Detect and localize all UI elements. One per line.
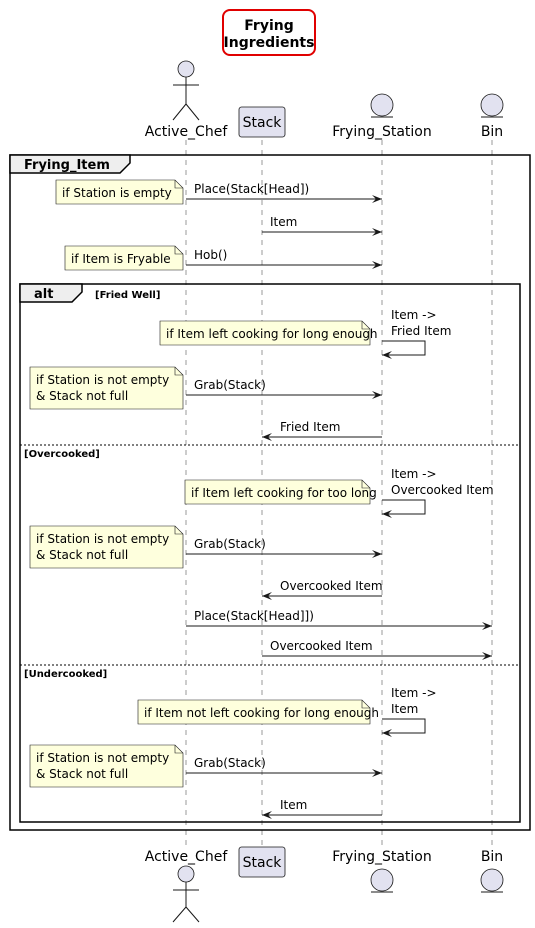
message-1: if Station is empty Place(Stack[Head]) [55,179,382,205]
message-5: if Station is not empty& Stack not full G… [29,366,382,410]
note-text: if Item left cooking for too long [191,486,377,500]
participant-label: Active_Chef [145,849,229,865]
note-text: if Item not left cooking for long enough [144,706,379,720]
note: if Item left cooking for long enough [159,320,378,346]
participant-bin-bottom: Bin [480,849,504,893]
group-label: Frying_Item [24,158,110,173]
participant-chef-bottom: Active_Chef [145,849,229,923]
entity-icon [480,868,504,892]
message-label: Item [270,215,297,229]
arrow-head [262,811,272,819]
message-label: Hob() [194,248,227,262]
arrow-head [372,195,382,203]
note: if Station is not empty& Stack not full [29,525,184,569]
alt-condition: [Fried Well] [95,290,160,301]
message-label: Place(Stack[Head]) [194,182,309,196]
message-9: Overcooked Item [262,579,383,600]
message-label: Item ->Item [391,686,437,716]
group-frame-outer: Frying_Item [9,154,531,831]
entity-icon [370,868,394,892]
note: if Station is not empty& Stack not full [29,366,184,410]
message-line [382,499,426,515]
entity-icon [370,93,394,117]
note: if Station is not empty& Stack not full [29,744,184,788]
arrow-head [262,433,272,441]
note: if Item not left cooking for long enough [137,699,379,725]
alt-keyword: alt [34,287,53,302]
message-label: Grab(Stack) [194,756,266,770]
arrow-head [382,510,392,518]
arrow-head [482,652,492,660]
alt-condition: [Overcooked] [24,449,100,460]
participant-label: Bin [481,124,503,140]
message-8: if Station is not empty& Stack not full G… [29,525,382,569]
alt-condition: [Undercooked] [24,669,107,680]
entity-icon [480,93,504,117]
message-line [382,340,426,356]
arrow-head [482,622,492,630]
participant-label: Stack [243,855,283,871]
participant-chef-top: Active_Chef [145,60,229,140]
message-13: if Station is not empty& Stack not full G… [29,744,382,788]
note-text: if Station is not empty& Stack not full [36,373,169,403]
message-label: Item [280,798,307,812]
note: if Station is empty [55,179,184,205]
note-text: if Item is Fryable [71,252,171,266]
note-text: if Station is empty [62,186,172,200]
arrow-head [382,729,392,737]
participant-bin-top: Bin [480,93,504,140]
message-label: Item ->Overcooked Item [391,467,494,497]
message-6: Fried Item [262,420,382,441]
arrow-head [372,769,382,777]
note: if Item left cooking for too long [184,479,377,505]
actor-icon [177,865,195,883]
self-message-7: if Item left cooking for too long Item ->… [184,467,494,518]
arrow-head [372,391,382,399]
alt-frame: alt [Fried Well] [Overcooked] [Undercooked] [19,283,521,823]
message-label: Grab(Stack) [194,537,266,551]
message-3: if Item is Fryable Hob() [64,245,382,271]
message-14: Item [262,798,382,819]
participant-stack-top: Stack [238,106,286,138]
participant-station-top: Frying_Station [332,93,432,140]
note: if Item is Fryable [64,245,184,271]
participant-label: Stack [243,115,283,131]
message-10: Place(Stack[Head]]) [186,609,492,630]
actor-icon [177,60,195,78]
message-2: Item [262,215,382,236]
participant-label: Active_Chef [145,124,229,140]
message-label: Grab(Stack) [194,378,266,392]
self-message-12: if Item not left cooking for long enough… [137,686,437,737]
message-label: Overcooked Item [280,579,383,593]
note-text: if Station is not empty& Stack not full [36,751,169,781]
note-text: if Item left cooking for long enough [166,327,378,341]
message-label: Item ->Fried Item [391,308,451,338]
arrow-head [372,261,382,269]
participant-label: Frying_Station [332,849,432,865]
arrow-head [382,351,392,359]
arrow-head [372,550,382,558]
arrow-head [372,228,382,236]
participant-label: Frying_Station [332,124,432,140]
message-label: Overcooked Item [270,639,373,653]
arrow-head [262,592,272,600]
message-label: Fried Item [280,420,340,434]
note-text: if Station is not empty& Stack not full [36,532,169,562]
message-line [382,718,426,734]
message-label: Place(Stack[Head]]) [194,609,314,623]
participant-station-bottom: Frying_Station [332,849,432,893]
participant-label: Bin [481,849,503,865]
message-11: Overcooked Item [262,639,492,660]
participant-stack-bottom: Stack [238,846,286,878]
self-message-4: if Item left cooking for long enough Item… [159,308,451,359]
participant-box [238,106,286,138]
participant-box [238,846,286,878]
